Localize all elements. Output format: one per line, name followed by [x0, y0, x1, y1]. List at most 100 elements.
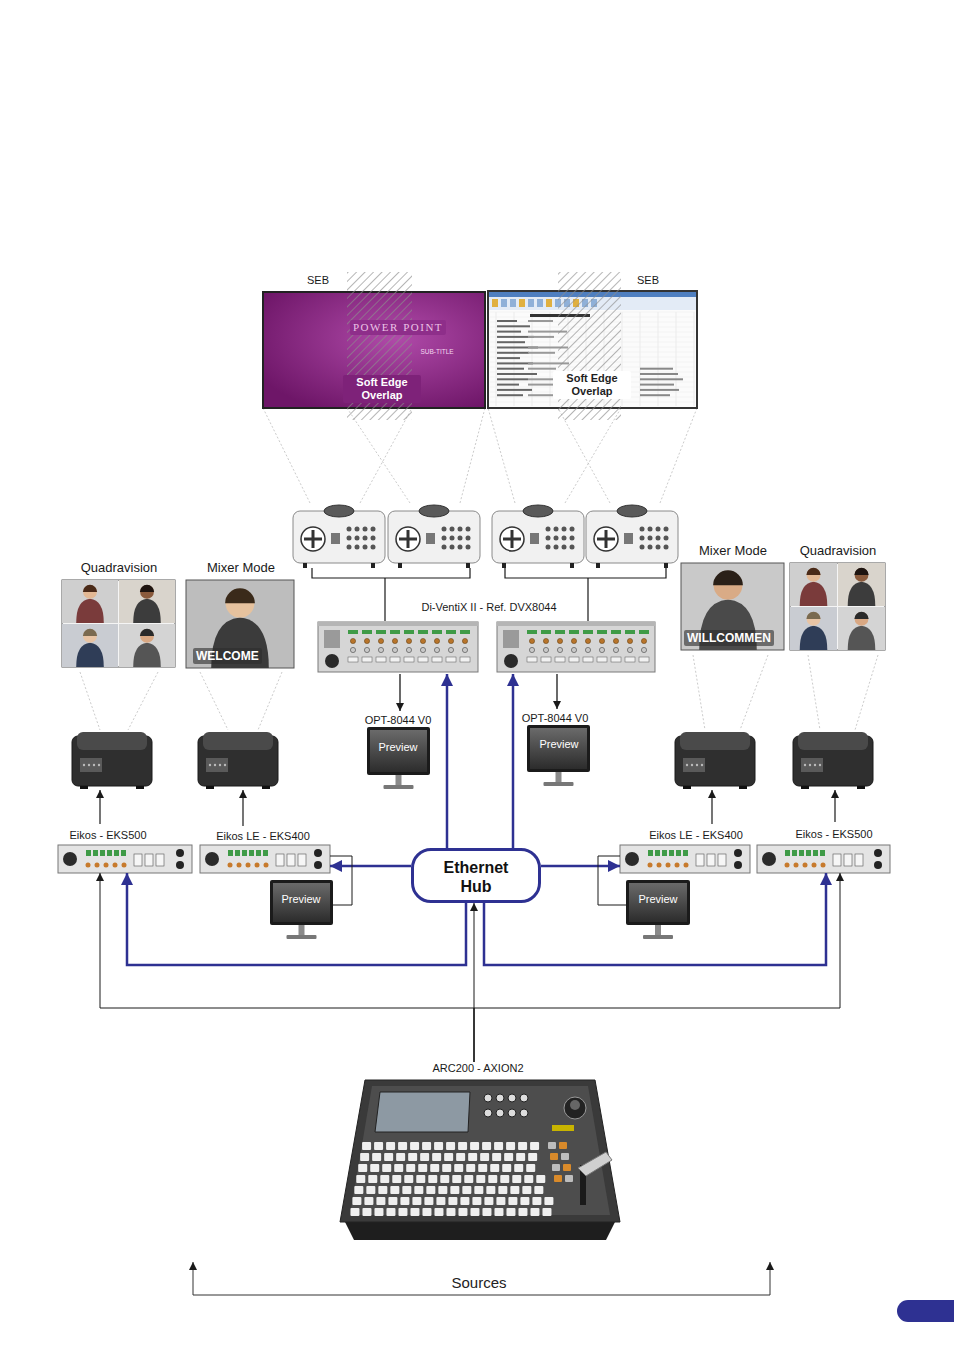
bnc-connector: [794, 863, 799, 868]
preview-cable: [330, 856, 352, 905]
projector-foot: [739, 786, 747, 789]
port: [562, 536, 567, 541]
person-head: [140, 585, 154, 599]
projector-top: [680, 732, 750, 750]
rca-connector: [314, 861, 322, 869]
key: [422, 1142, 431, 1150]
port: [355, 545, 360, 550]
person-head: [807, 612, 821, 626]
video-cell: [790, 563, 837, 606]
key: [408, 1153, 417, 1161]
screen-frame: [681, 563, 784, 650]
monitor-neck: [655, 925, 661, 935]
person-hair: [806, 612, 820, 619]
port: [640, 545, 645, 550]
cell-text: [497, 384, 519, 386]
port: [363, 545, 368, 550]
cell-text: [497, 357, 520, 359]
port: [347, 536, 352, 541]
cell-text: [497, 352, 529, 354]
bnc-connector: [599, 647, 604, 652]
key: [422, 1208, 431, 1216]
encoder: [484, 1109, 492, 1117]
bnc-connector: [255, 863, 260, 868]
key: [476, 1175, 485, 1183]
key: [494, 1208, 503, 1216]
processor-unit: [318, 622, 478, 672]
cell-text: [497, 378, 528, 380]
bnc-connector: [785, 863, 790, 868]
power-inlet: [504, 654, 518, 668]
fan-grille: [503, 630, 519, 648]
section-label: Sources: [445, 1274, 512, 1292]
dvi-port: [569, 657, 579, 662]
monitor-screen: [530, 728, 587, 769]
video-feed-arrow: [711, 790, 712, 824]
bnc-connector: [557, 647, 562, 652]
person-head: [855, 568, 869, 582]
key: [446, 1142, 455, 1150]
key: [488, 1175, 497, 1183]
chassis: [757, 845, 890, 873]
rca-connector: [176, 849, 184, 857]
switcher-unit: Eikos - EKS500: [757, 828, 890, 873]
projector: [586, 505, 678, 568]
display-screen: Mixer ModeWILLCOMMEN: [681, 543, 784, 650]
port: [570, 536, 575, 541]
terminal-block: [655, 850, 660, 856]
key: [372, 1153, 381, 1161]
port: [554, 536, 559, 541]
cell-text: [497, 368, 524, 370]
screen-tag: SEB: [307, 274, 329, 287]
monitor-base: [544, 782, 574, 786]
key: [466, 1164, 475, 1172]
bnc-connector: [364, 638, 369, 643]
port: [363, 527, 368, 532]
projector-foot: [398, 563, 402, 568]
preview-monitor: OPT-8044 V0Preview: [518, 709, 596, 789]
terminal-block: [256, 850, 261, 856]
terminal-block: [242, 850, 247, 856]
bnc-connector: [675, 863, 680, 868]
key: [520, 1197, 529, 1205]
desk-top: [350, 1086, 610, 1215]
video-cell: [790, 607, 837, 650]
encoder: [508, 1094, 516, 1102]
key: [424, 1197, 433, 1205]
terminal-block: [611, 630, 621, 634]
person-hair: [140, 585, 154, 592]
cell-text: [528, 336, 554, 338]
key: [534, 1186, 543, 1194]
key: [484, 1197, 493, 1205]
person-hair: [806, 568, 820, 575]
key: [384, 1153, 393, 1161]
port: [656, 545, 661, 550]
key: [396, 1153, 405, 1161]
key: [565, 1175, 573, 1182]
terminal-block: [555, 630, 565, 634]
dvi-port: [639, 657, 649, 662]
key: [354, 1186, 363, 1194]
key: [360, 1153, 369, 1161]
key: [368, 1175, 377, 1183]
control-cross: [503, 530, 521, 548]
terminal-block: [813, 850, 818, 856]
key: [470, 1208, 479, 1216]
port: [371, 536, 376, 541]
key: [376, 1197, 385, 1205]
control-cross: [304, 530, 322, 548]
indicator: [691, 764, 693, 766]
indicator: [224, 764, 226, 766]
mixer-screen: [681, 563, 784, 650]
bnc-connector: [571, 647, 576, 652]
projector-body: [388, 511, 480, 563]
key: [454, 1164, 463, 1172]
screen-caption: Preview: [539, 738, 578, 751]
chassis-rail: [318, 622, 478, 626]
cell-text: [528, 368, 556, 370]
dvi-port: [583, 657, 593, 662]
control-cross: [399, 530, 417, 548]
port: [347, 527, 352, 532]
encoder: [520, 1094, 528, 1102]
